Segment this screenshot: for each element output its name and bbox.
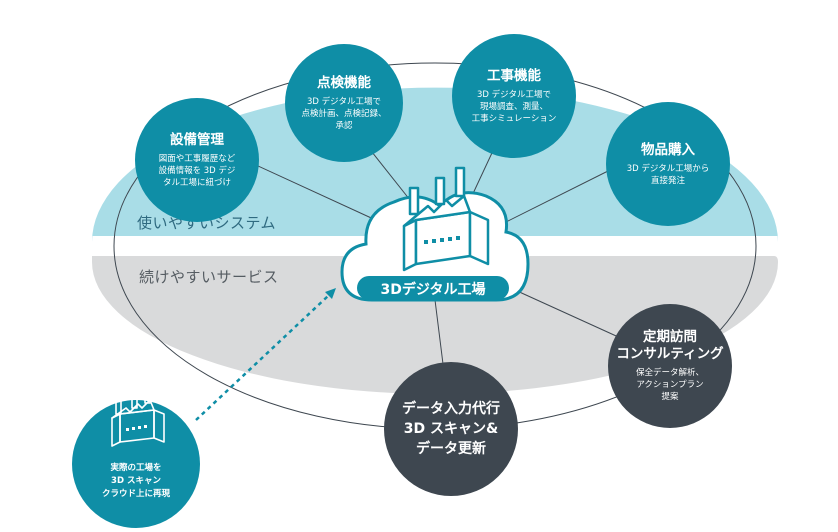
arrow-head [325, 288, 336, 299]
node-construction-desc: 3D デジタル工場で 現場調査、測量、 工事シミュレーション [472, 89, 557, 125]
real-factory-desc: 実際の工場を 3D スキャン クラウド上に再現 [76, 462, 196, 501]
node-consulting-desc: 保全データ解析、 アクションプラン 提案 [636, 367, 704, 403]
desc-line: 提案 [661, 392, 679, 402]
desc-line: タル工場に紐づけ [162, 177, 231, 188]
node-data-entry-title: データ入力代行 3D スキャン& データ更新 [402, 399, 500, 459]
node-inspection: 点検機能 3D デジタル工場で 点検計画、点検記録、 承認 [285, 44, 403, 162]
node-consulting: 定期訪問 コンサルティング 保全データ解析、 アクションプラン 提案 [608, 304, 732, 428]
factory-cloud-icon [340, 166, 530, 302]
grey-band [92, 256, 778, 394]
node-purchase-desc: 3D デジタル工場から 直接発注 [627, 163, 710, 187]
desc-line: 承認 [335, 120, 353, 131]
title-line: コンサルティング [616, 346, 724, 362]
real-factory-circle [72, 387, 200, 528]
desc-line: 実際の工場を [110, 463, 162, 473]
desc-line: 3D デジタル工場で [306, 96, 381, 107]
desc-line: 図面や工事履歴など [158, 153, 236, 164]
node-equipment-desc: 図面や工事履歴など 設備情報を 3D デジ タル工場に紐づけ [159, 153, 236, 189]
desc-line: 点検計画、点検記録、 [301, 108, 387, 119]
node-inspection-desc: 3D デジタル工場で 点検計画、点検記録、 承認 [301, 96, 386, 132]
title-line: 3D スキャン& [403, 421, 499, 437]
title-line: データ入力代行 [402, 401, 500, 417]
node-equipment-title: 設備管理 [170, 131, 224, 148]
desc-line: 設備情報を 3D デジ [158, 165, 236, 176]
desc-line: 直接発注 [650, 175, 685, 186]
node-construction: 工事機能 3D デジタル工場で 現場調査、測量、 工事シミュレーション [452, 34, 576, 158]
desc-line: クラウド上に再現 [101, 489, 170, 499]
dotted-arrow [195, 295, 329, 421]
spoke-purchase [499, 164, 621, 226]
node-equipment: 設備管理 図面や工事履歴など 設備情報を 3D デジ タル工場に紐づけ [135, 98, 259, 222]
blue-band [92, 87, 778, 242]
desc-line: 現場調査、測量、 [479, 101, 548, 112]
desc-line: 保全データ解析、 [635, 368, 704, 378]
node-consulting-title: 定期訪問 コンサルティング [616, 329, 723, 363]
top-band-label: 使いやすいシステム [137, 214, 277, 232]
node-inspection-title: 点検機能 [317, 74, 371, 91]
node-purchase: 物品購入 3D デジタル工場から 直接発注 [606, 102, 730, 226]
spoke-equipment [244, 159, 381, 223]
bottom-band-label: 続けやすいサービス [139, 268, 279, 286]
spoke-consulting [514, 289, 626, 341]
desc-line: 3D デジタル工場で [476, 89, 551, 100]
node-data-entry: データ入力代行 3D スキャン& データ更新 [384, 362, 518, 496]
node-construction-title: 工事機能 [487, 67, 541, 84]
desc-line: 3D デジタル工場から [626, 163, 710, 174]
center-label: 3Dデジタル工場 [380, 282, 486, 298]
title-line: 定期訪問 [642, 329, 697, 345]
node-purchase-title: 物品購入 [641, 141, 695, 158]
desc-line: 工事シミュレーション [471, 113, 557, 124]
title-line: データ更新 [416, 441, 486, 457]
desc-line: 3D スキャン [111, 476, 161, 486]
desc-line: アクションプラン [636, 380, 704, 390]
